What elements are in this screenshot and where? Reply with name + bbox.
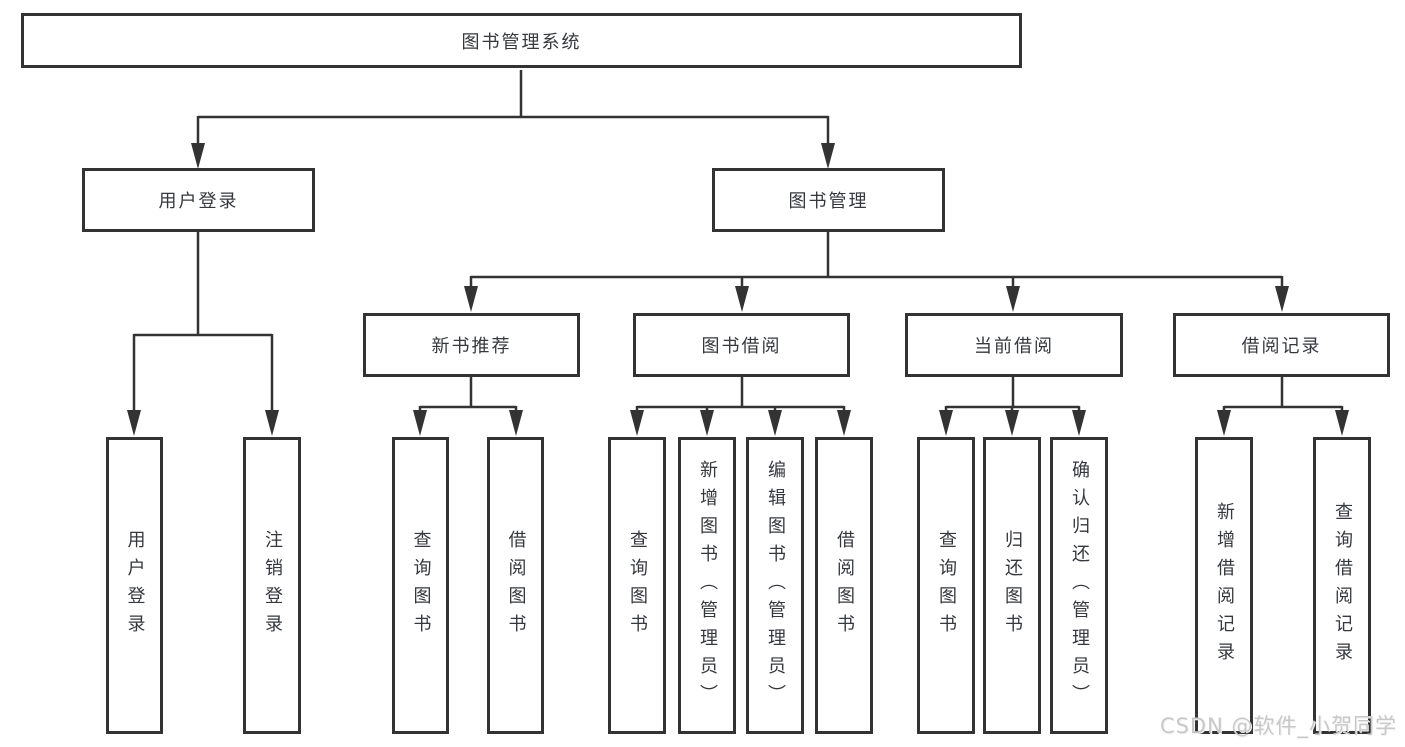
leaf-label: 新增借阅记录	[1214, 501, 1235, 670]
csdn-watermark: CSDN @软件_小贺同学	[1159, 714, 1397, 738]
leaf-confirm-return-admin: 确认归还（管理员）	[1050, 437, 1108, 734]
leaf-query-books-borrow: 查询图书	[608, 437, 666, 734]
leaf-add-books-admin: 新增图书（管理员）	[678, 437, 736, 734]
leaf-label: 注销登录	[262, 529, 283, 642]
node-borrowing-records: 借阅记录	[1173, 313, 1390, 377]
leaf-query-borrow-record: 查询借阅记录	[1313, 437, 1371, 734]
leaf-label: 确认归还（管理员）	[1069, 459, 1090, 712]
leaf-edit-books-admin: 编辑图书（管理员）	[746, 437, 804, 734]
node-label: 当前借阅	[974, 336, 1054, 357]
node-new-book-recommendation: 新书推荐	[363, 313, 580, 377]
node-current-borrowing: 当前借阅	[905, 313, 1123, 377]
leaf-return-books: 归还图书	[983, 437, 1041, 734]
leaf-user-login: 用户登录	[106, 437, 163, 734]
leaf-label: 查询图书	[410, 529, 432, 642]
node-label: 图书借阅	[701, 336, 782, 357]
node-label: 图书管理系统	[461, 31, 582, 53]
node-label: 用户登录	[158, 191, 239, 212]
leaf-label: 借阅图书	[834, 529, 855, 642]
leaf-label: 用户登录	[124, 529, 146, 642]
leaf-label: 借阅图书	[505, 529, 527, 642]
leaf-query-books-recommend: 查询图书	[392, 437, 449, 734]
leaf-label: 编辑图书（管理员）	[765, 459, 786, 712]
leaf-logout: 注销登录	[243, 437, 301, 734]
leaf-label: 查询图书	[627, 529, 648, 642]
node-label: 新书推荐	[431, 336, 512, 357]
leaf-add-borrow-record: 新增借阅记录	[1195, 437, 1253, 734]
leaf-borrow-books: 借阅图书	[815, 437, 873, 734]
leaf-label: 新增图书（管理员）	[697, 459, 718, 712]
node-book-borrowing: 图书借阅	[633, 313, 850, 377]
leaf-label: 查询图书	[936, 529, 957, 642]
leaf-label: 查询借阅记录	[1332, 501, 1353, 670]
leaf-borrow-books-recommend: 借阅图书	[487, 437, 544, 734]
node-library-management-system: 图书管理系统	[21, 13, 1022, 68]
leaf-label: 归还图书	[1002, 529, 1023, 642]
node-label: 借阅记录	[1241, 336, 1322, 357]
node-user-login: 用户登录	[82, 168, 315, 232]
node-book-management: 图书管理	[712, 168, 945, 232]
node-label: 图书管理	[788, 191, 869, 212]
leaf-query-books-current: 查询图书	[917, 437, 975, 734]
